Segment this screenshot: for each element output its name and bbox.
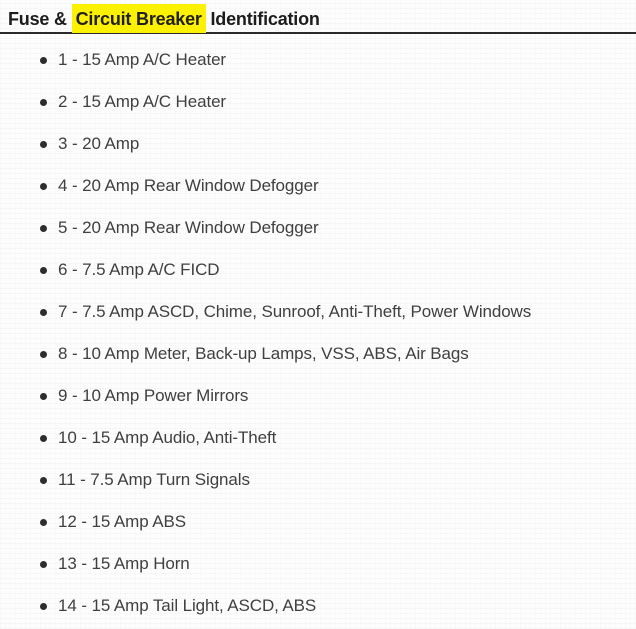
list-item: 5 - 20 Amp Rear Window Defogger <box>0 207 636 249</box>
bullet-icon <box>40 476 47 484</box>
list-item: 2 - 15 Amp A/C Heater <box>0 81 636 123</box>
list-item-label: 7 - 7.5 Amp ASCD, Chime, Sunroof, Anti-T… <box>58 302 532 321</box>
list-item: 1 - 15 Amp A/C Heater <box>0 39 636 81</box>
list-item-label: 12 - 15 Amp ABS <box>58 512 186 531</box>
bullet-icon <box>40 266 47 274</box>
list-item-label: 9 - 10 Amp Power Mirrors <box>58 386 249 405</box>
list-item-label: 6 - 7.5 Amp A/C FICD <box>58 260 220 279</box>
bullet-icon <box>40 602 47 610</box>
list-item-label: 1 - 15 Amp A/C Heater <box>58 50 226 69</box>
bullet-icon <box>40 350 47 358</box>
title-prefix: Fuse & <box>8 9 72 29</box>
bullet-icon <box>40 224 47 232</box>
list-item-label: 2 - 15 Amp A/C Heater <box>58 92 226 111</box>
bullet-icon <box>40 434 47 442</box>
bullet-icon <box>40 56 47 64</box>
bullet-icon <box>40 182 47 190</box>
bullet-icon <box>40 392 47 400</box>
list-item-label: 14 - 15 Amp Tail Light, ASCD, ABS <box>58 596 317 615</box>
list-item-label: 8 - 10 Amp Meter, Back-up Lamps, VSS, AB… <box>58 344 469 363</box>
list-item: 12 - 15 Amp ABS <box>0 501 636 543</box>
list-item: 6 - 7.5 Amp A/C FICD <box>0 249 636 291</box>
list-item-label: 4 - 20 Amp Rear Window Defogger <box>58 176 319 195</box>
list-item-label: 10 - 15 Amp Audio, Anti-Theft <box>58 428 277 447</box>
fuse-list: 1 - 15 Amp A/C Heater 2 - 15 Amp A/C Hea… <box>0 39 636 627</box>
list-item: 11 - 7.5 Amp Turn Signals <box>0 459 636 501</box>
list-item: 9 - 10 Amp Power Mirrors <box>0 375 636 417</box>
list-item: 13 - 15 Amp Horn <box>0 543 636 585</box>
bullet-icon <box>40 518 47 526</box>
list-item: 3 - 20 Amp <box>0 123 636 165</box>
title-suffix: Identification <box>205 9 320 29</box>
bullet-icon <box>40 560 47 568</box>
page-header: Fuse & Circuit Breaker Identification <box>0 0 636 34</box>
title-highlight: Circuit Breaker <box>71 4 206 33</box>
list-item: 8 - 10 Amp Meter, Back-up Lamps, VSS, AB… <box>0 333 636 375</box>
list-item: 7 - 7.5 Amp ASCD, Chime, Sunroof, Anti-T… <box>0 291 636 333</box>
list-item-label: 11 - 7.5 Amp Turn Signals <box>58 470 250 489</box>
list-item: 14 - 15 Amp Tail Light, ASCD, ABS <box>0 585 636 627</box>
page-title: Fuse & Circuit Breaker Identification <box>8 4 628 33</box>
list-item: 10 - 15 Amp Audio, Anti-Theft <box>0 417 636 459</box>
bullet-icon <box>40 308 47 316</box>
list-item-label: 5 - 20 Amp Rear Window Defogger <box>58 218 319 237</box>
list-item: 4 - 20 Amp Rear Window Defogger <box>0 165 636 207</box>
bullet-icon <box>40 98 47 106</box>
list-item-label: 13 - 15 Amp Horn <box>58 554 190 573</box>
bullet-icon <box>40 140 47 148</box>
list-item-label: 3 - 20 Amp <box>58 134 140 153</box>
